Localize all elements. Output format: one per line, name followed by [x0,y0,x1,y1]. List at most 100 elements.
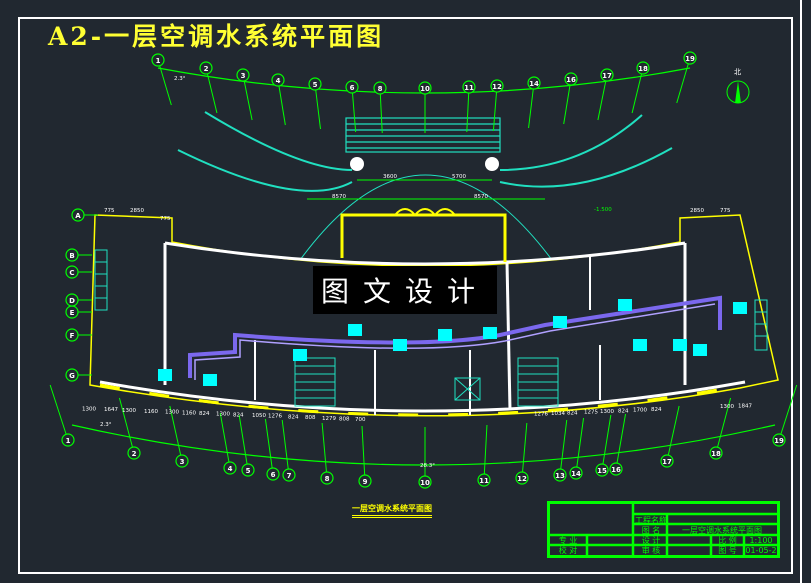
top-axis-bubble [490,79,504,93]
top-axis-bubble-label: 19 [685,55,695,63]
bottom-axis-bubble [772,433,786,447]
dimension-text: 1300 [600,409,614,415]
stair-left-wing [94,249,108,311]
drawing-number-label: 图 号 [718,546,737,555]
project-name-label: 工程名称 [635,516,667,525]
axis-line [264,418,274,475]
entrance-steps [345,117,501,153]
top-axis-bubble [636,61,650,75]
bottom-axis-bubble [320,471,334,485]
fan-coil-unit [293,349,307,361]
left-axis-bubble [65,328,79,342]
top-axis-bubble [308,77,322,91]
dimension-text: 1160 [144,409,158,415]
dimension-text: 1276 [534,412,548,418]
axis-line [205,67,218,114]
axis-line [351,86,357,133]
dimension-text: 1279 [322,416,336,422]
dimension-text: 1300 [165,410,179,416]
south-window-band [99,383,746,417]
dimension-text: 1847 [738,403,752,409]
dimension-text: 1276 [268,414,282,420]
bottom-axis-bubble [660,454,674,468]
top-axis-bubble-label: 6 [350,84,355,92]
top-axis-bubble-label: 16 [566,76,576,84]
bottom-axis-arc [71,424,776,466]
axis-line [778,384,798,441]
dimension-text: 808 [339,417,350,423]
left-axis-bubble [65,293,79,307]
fan-coil-unit [733,302,747,314]
dimension-text: 1160 [182,410,196,416]
canopy-right-inner [499,114,643,171]
top-axis-bubble [271,73,285,87]
bottom-axis-bubble-label: 7 [287,472,292,480]
south-wall [99,380,746,413]
dimension-text: 2850 [690,208,704,214]
bottom-axis-bubble-label: 5 [246,467,251,475]
bottom-axis-bubble [266,467,280,481]
dimension-text: 1275 [584,410,598,416]
watermark: 图文设计 [313,266,497,314]
left-axis-bubble-label: G [69,372,75,380]
column-left [350,157,364,171]
axis-line [528,82,535,129]
bottom-axis-bubble-label: 15 [597,467,607,475]
entrance-walls [340,213,507,262]
fan-coil-unit [483,327,497,339]
wall-mid-right [505,261,512,411]
dimension-text: 1700 [633,408,647,414]
axis-line [597,74,608,121]
axis-line [559,419,568,476]
drawing-name-value: 一层空调水系统平面图 [682,526,762,535]
left-axis-bubble-label: D [69,297,75,305]
bottom-axis-bubble-label: 9 [363,478,368,486]
fan-coil-unit [203,374,217,386]
dimension-text: 8570 [474,194,488,200]
dimension-text: 1034 [551,411,565,417]
dimension-text: 1647 [104,407,118,413]
top-axis-bubble [373,81,387,95]
top-axis-bubble-label: 2 [204,65,209,73]
scale-value: 1:100 [749,536,773,545]
axis-line [715,397,732,454]
bottom-axis-bubble [282,468,296,482]
title-block-grid [550,504,777,555]
bottom-axis-bubble-label: 18 [711,450,721,458]
fan-coil-unit [438,329,452,341]
north-wall [164,241,686,266]
dimension-text: 2.3° [174,76,186,82]
axis-line [281,419,290,476]
left-axis-bubble [65,265,79,279]
dimension-text: 824 [618,408,629,414]
dimension-text: 808 [305,415,316,421]
bottom-axis-bubble-label: 19 [774,437,784,445]
dimension-text: 700 [355,417,366,423]
top-axis-bubble [151,53,165,67]
stair-right [517,357,559,407]
drawing-frame [18,17,793,574]
axis-line [631,67,644,114]
left-axis-bubble-label: C [69,269,74,277]
dimension-text: -1.500 [594,207,612,213]
dimension-text: 2850 [130,208,144,214]
axis-line [277,79,286,126]
fan-coil-units [158,299,747,386]
fan-coil-unit [633,339,647,351]
left-axis-bubble-label: A [75,212,81,220]
drawing-name-label: 图 名 [641,526,661,535]
bottom-axis-bubble [709,446,723,460]
fan-coil-unit [673,339,687,351]
axis-line [49,384,69,441]
axis-line [314,83,321,130]
axis-line [242,74,253,121]
left-axis-bubble-label: F [70,332,75,340]
bottom-axis-bubble [609,462,623,476]
bottom-axis-bubble [515,471,529,485]
dimension-text: 775 [104,208,115,214]
top-axis-bubble [418,81,432,95]
fan-coil-unit [618,299,632,311]
dimension-text: 1300 [122,408,136,414]
